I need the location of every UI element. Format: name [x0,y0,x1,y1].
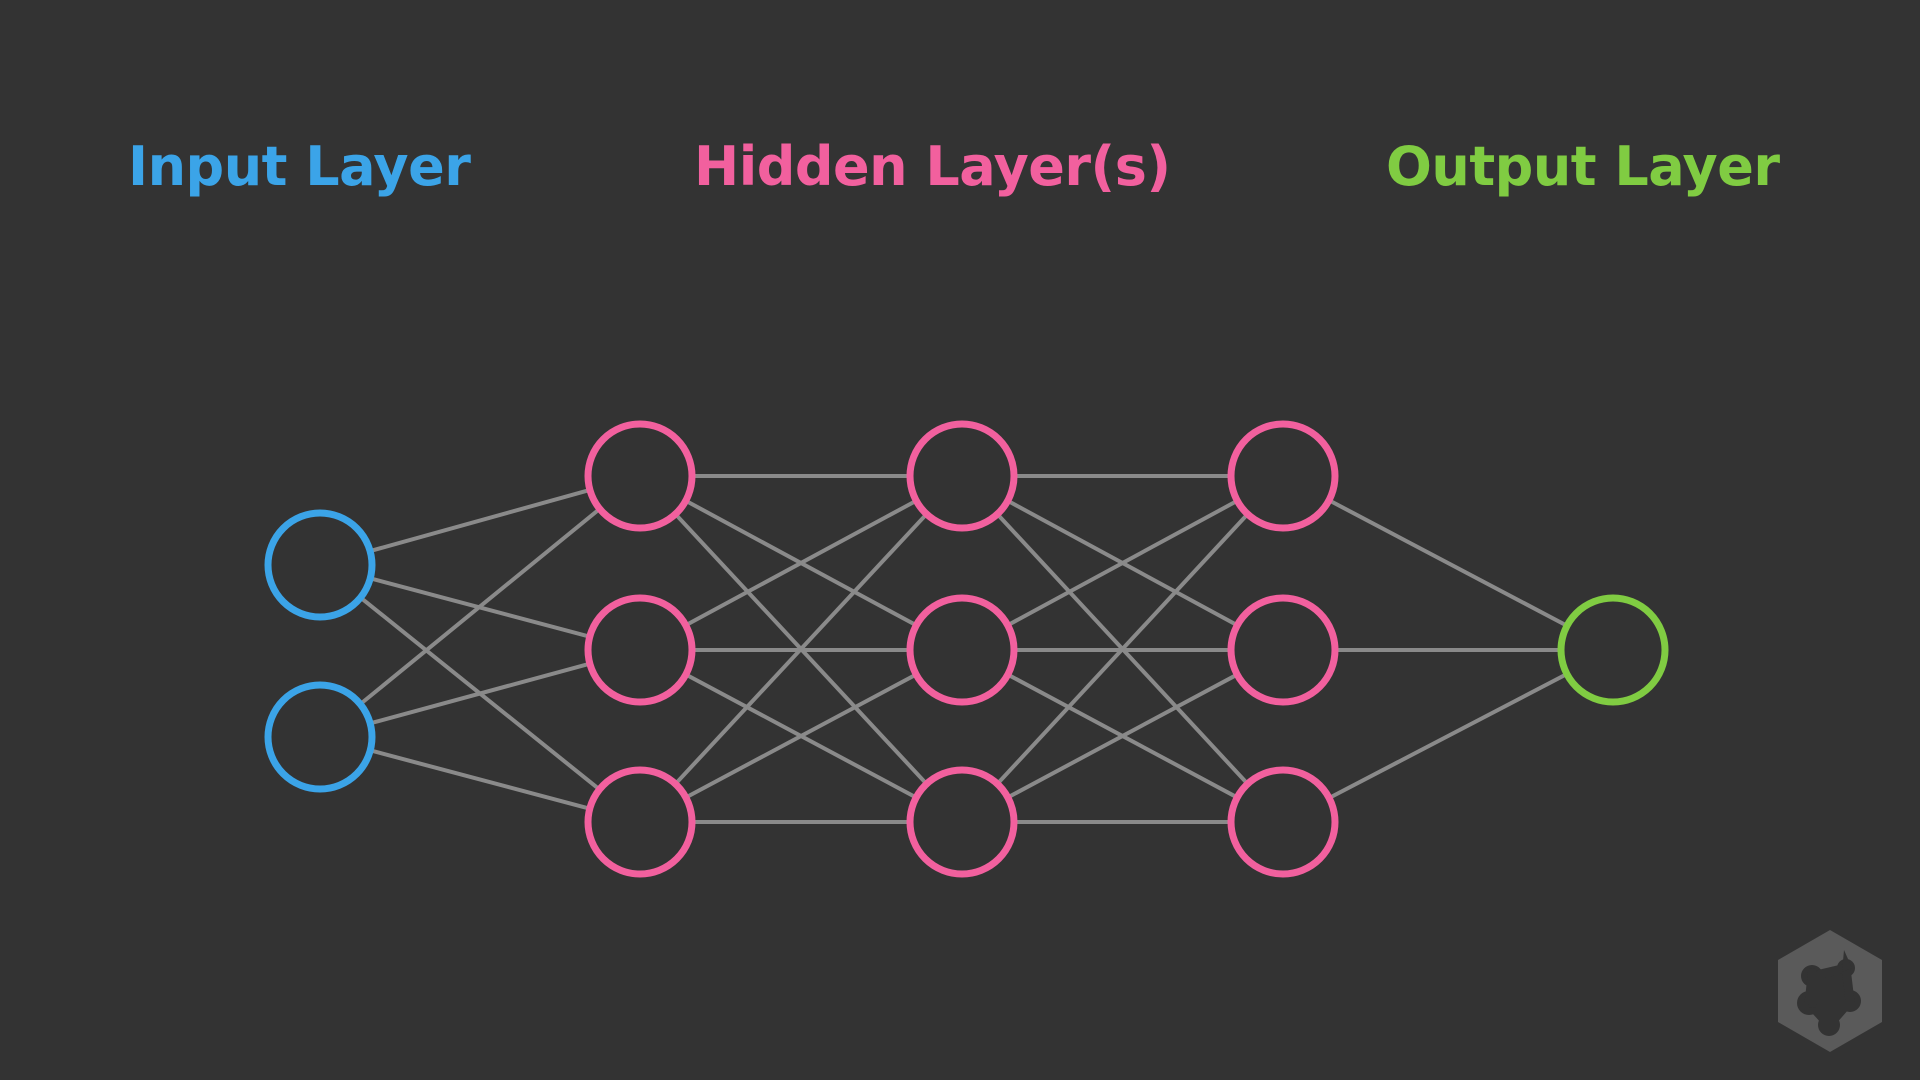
connection-line [683,498,919,628]
network-nodes [264,420,1669,878]
connection-line [1327,672,1569,800]
connection-line [358,506,602,707]
network-node-h3-1 [1227,420,1339,532]
network-node-h2-1 [906,420,1018,532]
network-node-i2 [264,681,376,793]
connection-line [1005,498,1240,628]
connection-line [673,512,929,786]
layer-label-input: Input Layer [128,135,471,198]
connection-edges [358,474,1570,824]
connection-line [683,672,919,800]
network-node-h1-1 [584,420,696,532]
connection-line [368,487,592,554]
network-node-h3-3 [1227,766,1339,878]
network-node-o1 [1557,594,1669,706]
layer-label-output: Output Layer [1386,135,1780,198]
network-node-h1-2 [584,594,696,706]
connection-line [368,661,592,726]
connection-line [1005,672,1240,800]
layer-label-hidden: Hidden Layer(s) [694,135,1171,198]
watermark-logo [1778,930,1882,1052]
network-node-h3-2 [1227,594,1339,706]
network-node-h1-3 [584,766,696,878]
network-node-h2-3 [906,766,1018,878]
network-node-i1 [264,509,376,621]
neuron-icon [1797,950,1861,1036]
connection-line [1326,498,1570,628]
connection-line [995,512,1250,786]
connection-line [368,748,592,811]
network-node-h2-2 [906,594,1018,706]
